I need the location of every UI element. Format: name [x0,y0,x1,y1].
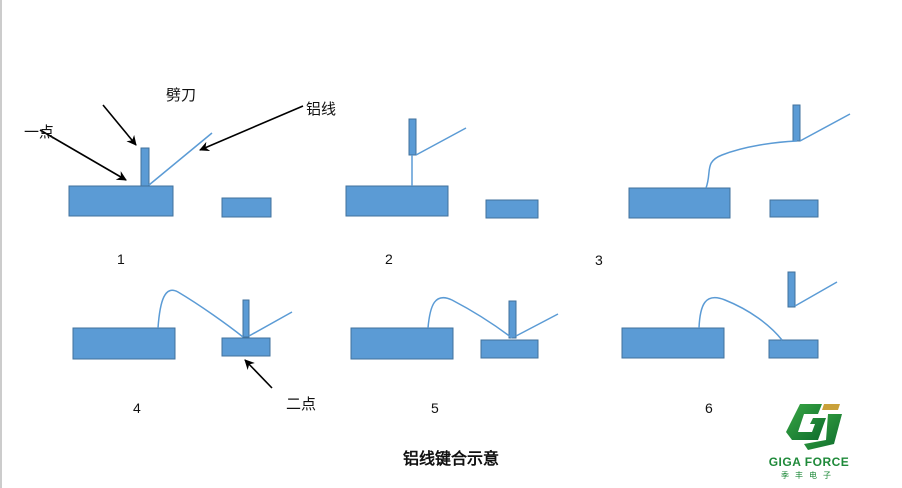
label-wire: 铝线 [306,100,337,118]
pad-second-2 [485,199,539,219]
pad-second-1 [221,197,272,218]
wire-3 [705,113,851,189]
page-edge [0,0,2,488]
pad-first-3 [628,187,731,219]
step-number: 4 [133,400,141,416]
pad-first-4 [72,327,176,360]
pad-first-1 [68,185,174,217]
capillary-3 [792,104,801,142]
diagram-title: 铝线键合示意 [402,449,499,468]
arrow-first-bond [39,129,127,181]
wire-5 [427,297,559,339]
pad-first-6 [621,327,725,359]
pad-first-5 [350,327,454,360]
wire-1 [148,132,213,186]
logo-subtitle: 季丰电子 [781,471,837,480]
pad-second-5 [480,339,539,359]
pad-second-4 [221,337,271,357]
pad-first-2 [345,185,449,217]
pad-second-3 [769,199,819,218]
wire-6 [698,281,838,341]
step-number: 2 [385,251,393,267]
capillary-4 [242,299,250,338]
capillary-2 [408,118,417,156]
arrow-wire [199,105,304,152]
step-number: 6 [705,400,713,416]
capillary-6 [787,271,796,308]
step-number: 1 [117,251,125,267]
arrow-second-bond [244,359,273,389]
label-second-bond: 二点 [286,395,317,413]
capillary-1 [140,147,150,187]
label-first-bond: 一点 [24,123,55,141]
logo-mark [786,404,842,450]
capillary-5 [508,300,517,339]
step-number: 5 [431,400,439,416]
label-capillary: 劈刀 [166,86,197,104]
wire-2 [411,127,467,186]
pad-second-6 [768,339,819,359]
arrow-capillary [102,104,137,146]
step-number: 3 [595,252,603,268]
wire-4 [157,289,293,338]
logo-name: GIGA FORCE [768,455,850,469]
